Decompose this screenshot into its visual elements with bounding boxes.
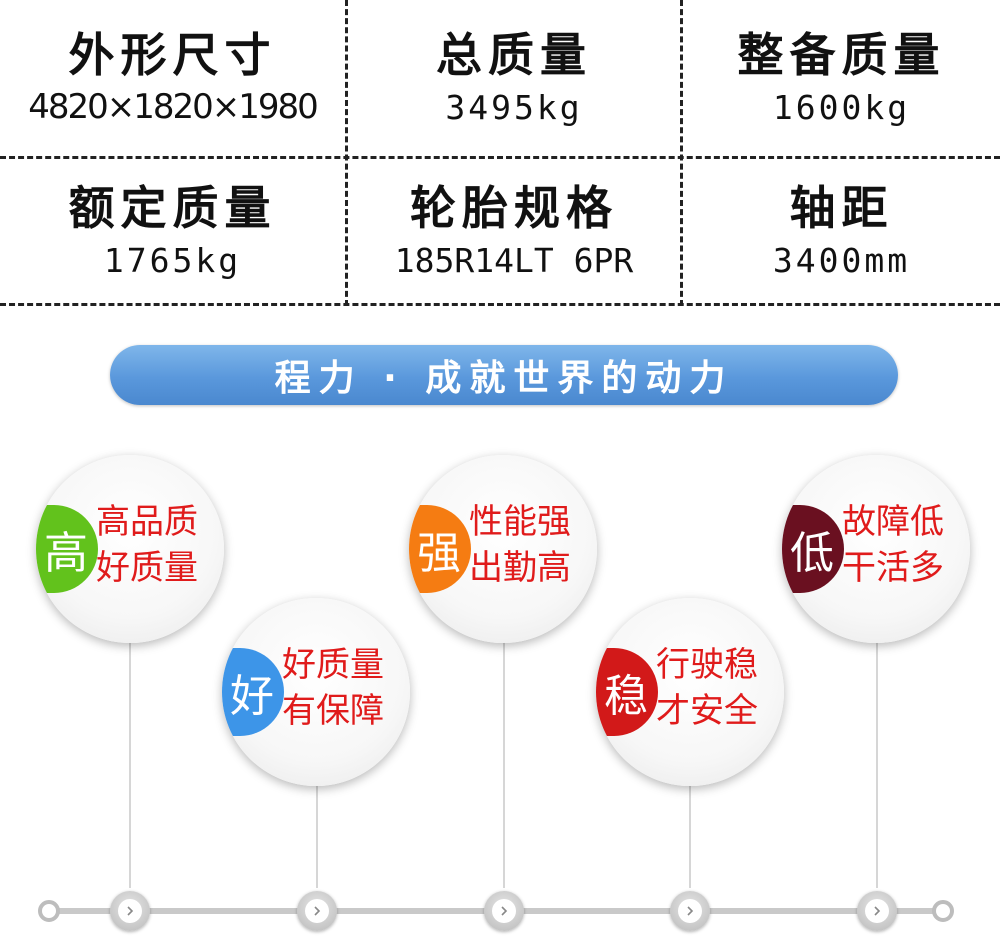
- spec-label: 轴距: [789, 181, 894, 236]
- feature-line: 好质量: [282, 645, 384, 685]
- feature-line: 好质量: [96, 548, 198, 588]
- table-divider-vertical-2: [680, 0, 683, 306]
- spec-cell-gross-mass: 总质量 3495kg: [348, 0, 680, 156]
- spec-label: 额定质量: [68, 181, 277, 236]
- timeline-start-dot: [38, 900, 60, 922]
- spec-label: 总质量: [436, 28, 592, 83]
- feature-line: 才安全: [656, 691, 758, 731]
- chevron-right-icon: [501, 906, 508, 916]
- spec-value: 1600kg: [772, 87, 911, 127]
- timeline-end-dot: [932, 900, 954, 922]
- chevron-right-icon: [687, 906, 694, 916]
- feature-text: 故障低 干活多: [842, 499, 944, 591]
- spec-cell-dimensions: 外形尺寸 4820×1820×1980: [0, 0, 345, 156]
- feature-line: 行驶稳: [656, 645, 758, 685]
- timeline-node-3[interactable]: [484, 891, 524, 931]
- spec-cell-tire-spec: 轮胎规格 185R14LT 6PR: [348, 159, 680, 303]
- stem-4: [689, 780, 691, 888]
- feature-line: 干活多: [842, 548, 944, 588]
- spec-label: 轮胎规格: [410, 181, 618, 236]
- chevron-right-icon: [874, 906, 881, 916]
- spec-value: 1765kg: [103, 240, 242, 280]
- timeline-node-2[interactable]: [297, 891, 337, 931]
- feature-line: 高品质: [96, 502, 198, 542]
- feature-badge: 强: [409, 505, 471, 593]
- chevron-right-icon: [314, 906, 321, 916]
- timeline-node-5[interactable]: [857, 891, 897, 931]
- stem-5: [876, 640, 878, 888]
- feature-bubble-high-quality: 高 高品质 好质量: [36, 455, 224, 643]
- table-divider-vertical-1: [345, 0, 348, 306]
- feature-badge: 好: [222, 648, 284, 736]
- spec-value: 185R14LT 6PR: [394, 240, 634, 280]
- feature-text: 好质量 有保障: [282, 642, 384, 734]
- timeline-node-1[interactable]: [110, 891, 150, 931]
- slogan-banner: 程力 · 成就世界的动力: [110, 345, 898, 405]
- chevron-right-icon: [127, 906, 134, 916]
- feature-line: 有保障: [282, 691, 384, 731]
- feature-badge: 低: [782, 505, 844, 593]
- spec-cell-rated-mass: 额定质量 1765kg: [0, 159, 345, 303]
- spec-label: 整备质量: [737, 28, 946, 83]
- spec-cell-wheelbase: 轴距 3400mm: [683, 159, 1000, 303]
- feature-line: 性能强: [469, 502, 571, 542]
- spec-label: 外形尺寸: [68, 27, 277, 82]
- feature-line: 故障低: [842, 502, 944, 542]
- table-divider-horizontal: [0, 156, 1000, 159]
- feature-text: 性能强 出勤高: [469, 499, 571, 591]
- table-divider-bottom: [0, 303, 1000, 306]
- stem-3: [503, 640, 505, 888]
- slogan-text: 程力 · 成就世界的动力: [274, 358, 734, 399]
- spec-cell-curb-mass: 整备质量 1600kg: [683, 0, 1000, 156]
- feature-bubble-performance: 强 性能强 出勤高: [409, 455, 597, 643]
- spec-value: 3495kg: [445, 87, 583, 127]
- feature-bubble-low-failure: 低 故障低 干活多: [782, 455, 970, 643]
- spec-value: 4820×1820×1980: [28, 87, 319, 128]
- feature-text: 高品质 好质量: [96, 499, 198, 591]
- feature-text: 行驶稳 才安全: [656, 642, 758, 734]
- feature-badge: 稳: [596, 648, 658, 736]
- stem-1: [129, 640, 131, 888]
- feature-line: 出勤高: [469, 548, 571, 588]
- feature-bubble-guarantee: 好 好质量 有保障: [222, 598, 410, 786]
- feature-bubble-stability: 稳 行驶稳 才安全: [596, 598, 784, 786]
- spec-value: 3400mm: [772, 240, 911, 280]
- spec-table: 外形尺寸 4820×1820×1980 总质量 3495kg 整备质量 1600…: [0, 0, 1000, 306]
- stem-2: [316, 780, 318, 888]
- feature-badge: 高: [36, 505, 98, 593]
- timeline-node-4[interactable]: [670, 891, 710, 931]
